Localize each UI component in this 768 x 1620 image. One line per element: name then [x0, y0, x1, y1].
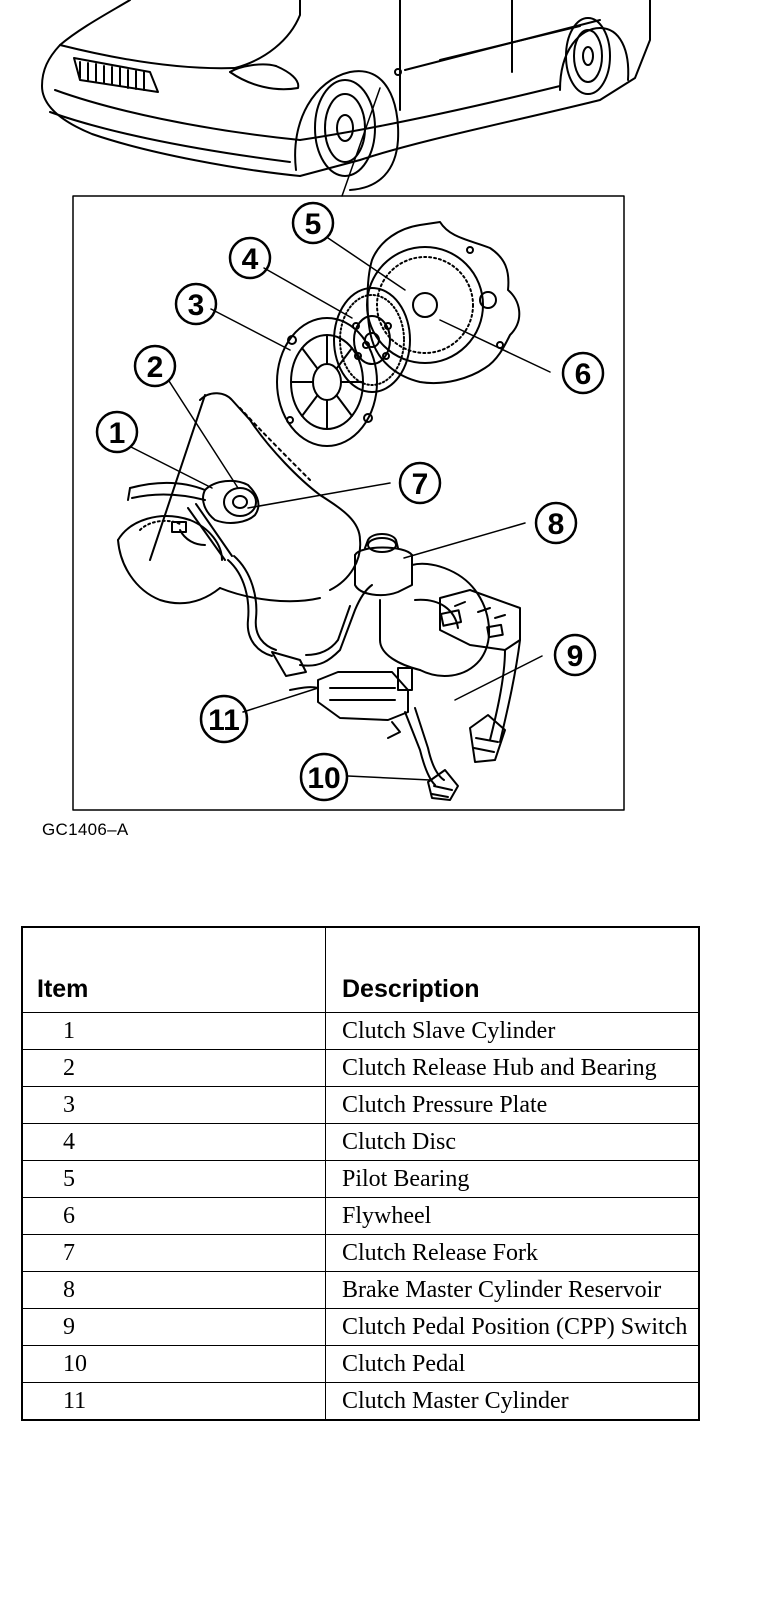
item-description: Clutch Slave Cylinder	[325, 1012, 700, 1050]
svg-text:4: 4	[242, 243, 259, 276]
item-description: Clutch Release Hub and Bearing	[325, 1049, 700, 1087]
svg-text:6: 6	[575, 358, 592, 391]
item-description: Clutch Pressure Plate	[325, 1086, 700, 1124]
item-number: 11	[21, 1382, 326, 1421]
item-header: Item	[21, 926, 326, 1013]
callout-3: 3	[174, 282, 218, 326]
item-number: 5	[21, 1160, 326, 1198]
callout-10: 10	[299, 752, 349, 802]
car-illustration	[41, 0, 651, 197]
callout-4: 4	[228, 236, 272, 280]
svg-text:3: 3	[188, 289, 205, 322]
item-description: Clutch Pedal	[325, 1345, 700, 1383]
callout-5: 5	[291, 201, 335, 245]
flywheel-drawing	[366, 221, 521, 384]
front-wheel	[294, 70, 400, 191]
svg-text:2: 2	[147, 351, 164, 384]
callouts: 1 2 3 4 5 6 7 8 9 10 11	[95, 201, 605, 802]
item-description: Clutch Disc	[325, 1123, 700, 1161]
svg-text:8: 8	[548, 508, 565, 541]
callout-7: 7	[398, 461, 442, 505]
pedal-bracket-drawing	[439, 589, 521, 763]
callout-2: 2	[133, 344, 177, 388]
item-description: Clutch Release Fork	[325, 1234, 700, 1272]
item-description: Clutch Pedal Position (CPP) Switch	[325, 1308, 700, 1346]
rear-wheel	[559, 17, 630, 95]
svg-text:5: 5	[305, 208, 322, 241]
callout-11: 11	[199, 694, 249, 744]
item-description: Flywheel	[325, 1197, 700, 1235]
svg-text:9: 9	[567, 640, 584, 673]
callout-9: 9	[553, 633, 597, 677]
pressure-plate-drawing	[276, 317, 378, 447]
item-number: 3	[21, 1086, 326, 1124]
item-description: Pilot Bearing	[325, 1160, 700, 1198]
item-number: 1	[21, 1012, 326, 1050]
item-description: Brake Master Cylinder Reservoir	[325, 1271, 700, 1309]
slave-cylinder-drawing	[127, 479, 260, 561]
svg-text:11: 11	[208, 704, 240, 737]
leader-lines	[130, 237, 551, 781]
item-number: 4	[21, 1123, 326, 1161]
callout-6: 6	[561, 351, 605, 395]
item-number: 8	[21, 1271, 326, 1309]
clutch-disc-drawing	[333, 287, 411, 393]
master-cylinder-drawing	[354, 533, 491, 677]
callout-8: 8	[534, 501, 578, 545]
item-number: 2	[21, 1049, 326, 1087]
item-number: 7	[21, 1234, 326, 1272]
item-number: 10	[21, 1345, 326, 1383]
hydraulic-lines-drawing	[227, 555, 373, 677]
item-number: 6	[21, 1197, 326, 1235]
clutch-diagram: 1 2 3 4 5 6 7 8 9 10 11	[41, 0, 651, 811]
clutch-pedal-assembly-drawing	[289, 667, 459, 801]
callout-1: 1	[95, 410, 139, 454]
figure-code: GC1406–A	[42, 820, 129, 839]
svg-text:10: 10	[307, 762, 340, 795]
item-number: 9	[21, 1308, 326, 1346]
transmission-drawing	[117, 392, 362, 605]
detail-frame	[72, 195, 625, 811]
svg-text:1: 1	[109, 417, 126, 450]
legend-header-row: Item Description	[21, 926, 700, 1013]
item-description: Clutch Master Cylinder	[325, 1382, 700, 1421]
svg-text:7: 7	[412, 468, 429, 501]
description-header: Description	[325, 926, 700, 1013]
